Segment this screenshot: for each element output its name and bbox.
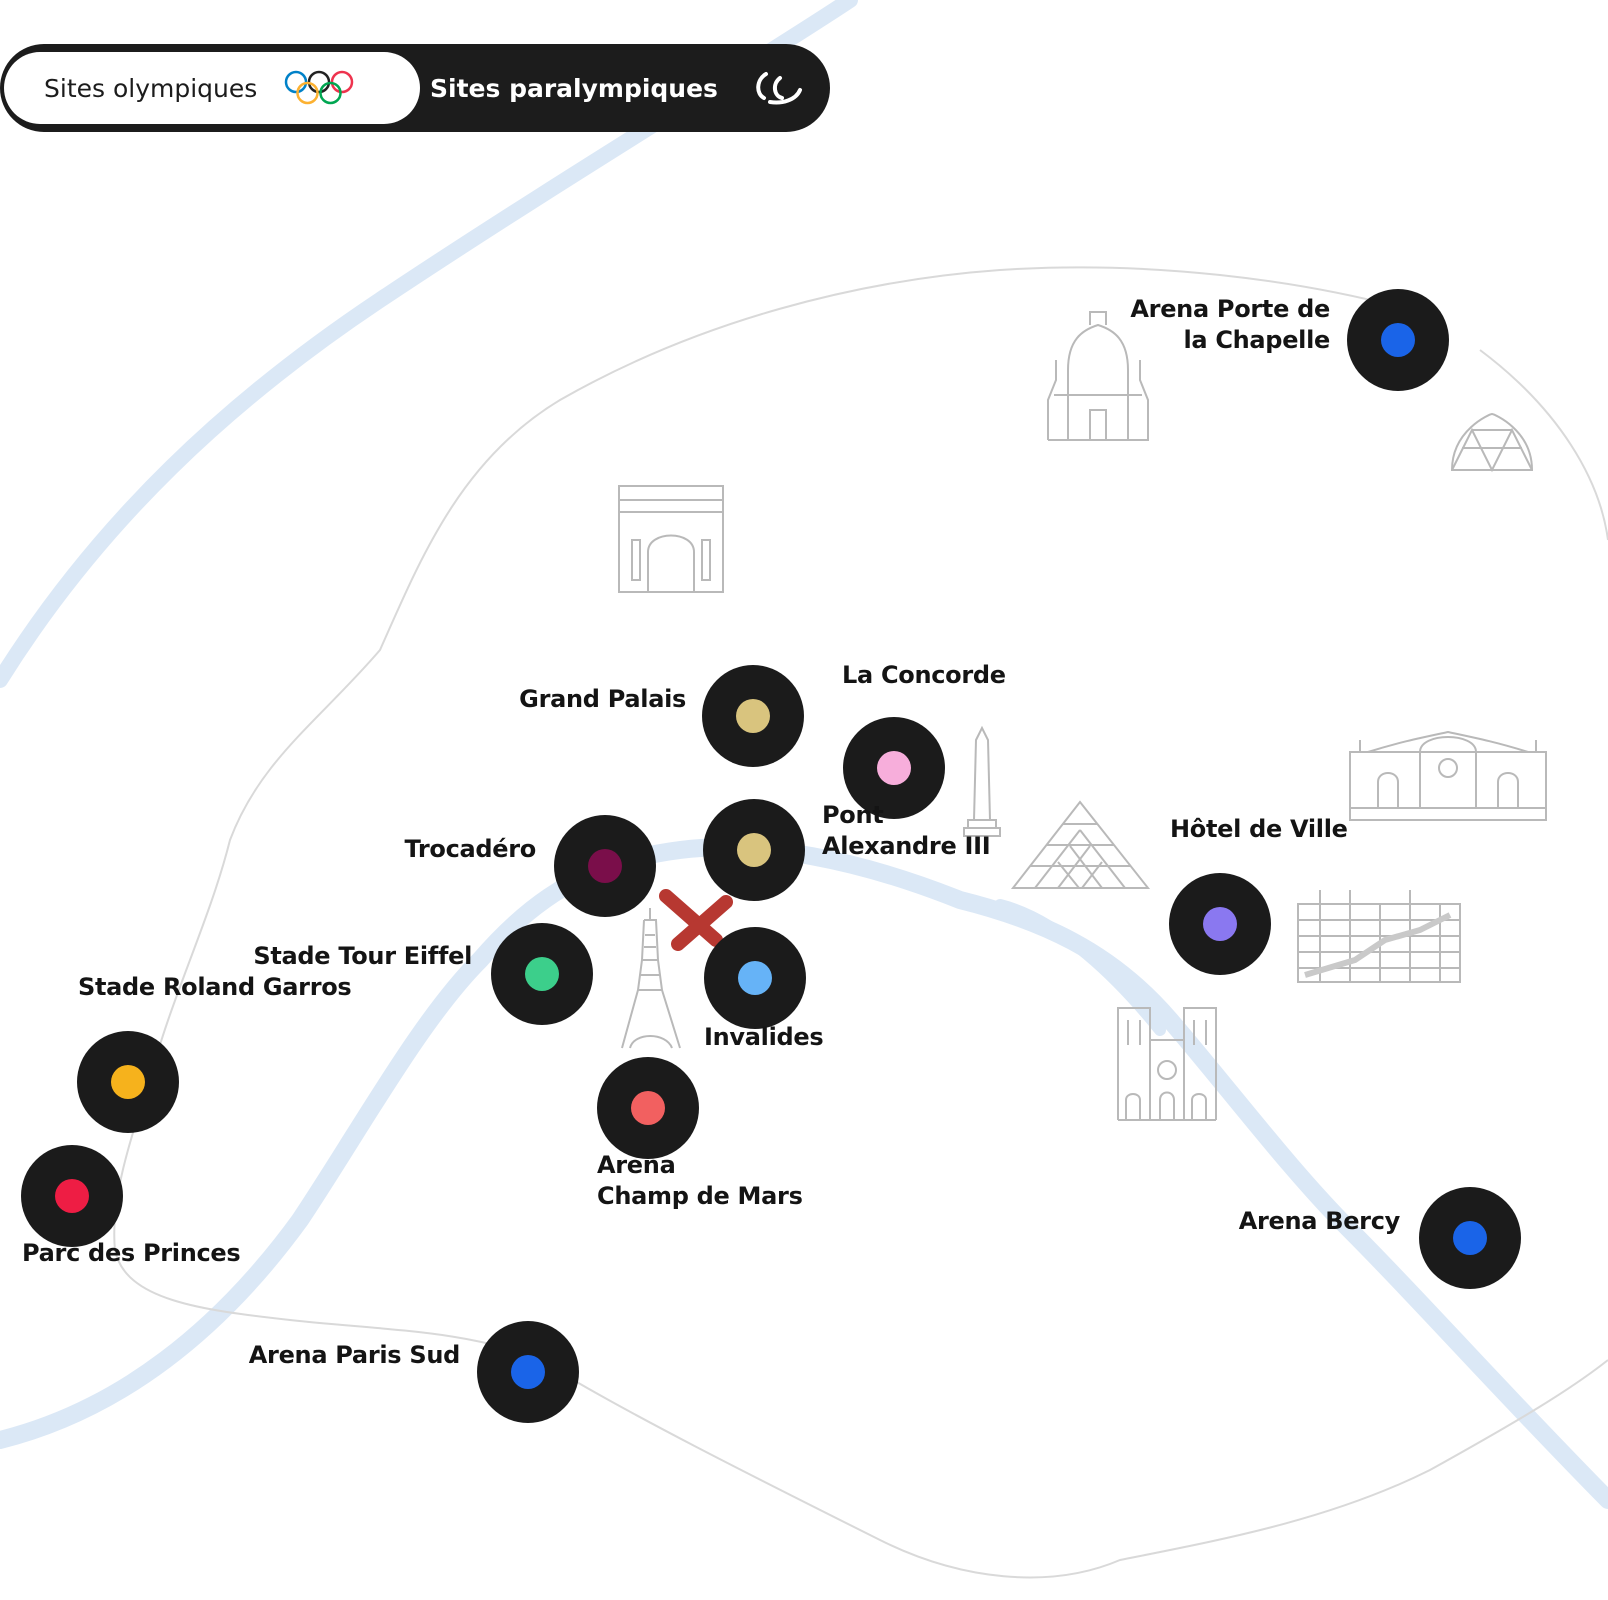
site-marker-arena-bercy[interactable] <box>1419 1187 1521 1289</box>
pompidou-icon <box>1297 890 1461 983</box>
site-color-dot <box>511 1355 545 1389</box>
site-label-stade-tour-eiffel[interactable]: Stade Tour Eiffel <box>253 941 472 972</box>
site-label-grand-palais[interactable]: Grand Palais <box>519 684 686 715</box>
site-label-line: Stade Roland Garros <box>78 973 352 1001</box>
site-label-trocadero[interactable]: Trocadéro <box>404 834 536 865</box>
site-color-dot <box>588 849 622 883</box>
notre-dame-icon <box>1117 1007 1217 1121</box>
site-label-line: Arena Paris Sud <box>248 1341 461 1369</box>
site-label-line: Stade Tour Eiffel <box>253 942 472 970</box>
olympic-paralympic-toggle: Sites olympiques Sites paralympiques <box>0 44 830 132</box>
site-label-line: Arena Porte de <box>1130 295 1330 323</box>
site-color-dot <box>877 751 911 785</box>
site-marker-arena-paris-sud[interactable] <box>477 1321 579 1423</box>
site-label-line: Arena <box>597 1151 676 1179</box>
site-marker-arena-champ-de-mars[interactable] <box>597 1057 699 1159</box>
site-color-dot <box>738 961 772 995</box>
site-label-line: Grand Palais <box>519 685 686 713</box>
site-label-line: Trocadéro <box>404 835 536 863</box>
site-color-dot <box>111 1065 145 1099</box>
site-color-dot <box>631 1091 665 1125</box>
olympic-sites-tab[interactable]: Sites olympiques <box>4 52 420 124</box>
site-marker-pont-alexandre[interactable] <box>703 799 805 901</box>
louvre-pyramid-icon <box>1010 800 1151 889</box>
site-label-line: Champ de Mars <box>597 1182 803 1210</box>
site-label-hotel-de-ville[interactable]: Hôtel de Ville <box>1170 814 1348 845</box>
obelisk-icon <box>963 725 1001 837</box>
site-label-line: Parc des Princes <box>22 1239 241 1267</box>
olympic-rings-icon <box>285 70 354 105</box>
site-label-stade-roland-garros[interactable]: Stade Roland Garros <box>78 972 352 1003</box>
site-label-line: Hôtel de Ville <box>1170 815 1348 843</box>
grand-palais-facade-icon <box>1349 730 1547 821</box>
site-color-dot <box>1381 323 1415 357</box>
site-label-arena-paris-sud[interactable]: Arena Paris Sud <box>248 1340 461 1371</box>
site-marker-hotel-de-ville[interactable] <box>1169 873 1271 975</box>
site-color-dot <box>525 957 559 991</box>
site-label-invalides[interactable]: Invalides <box>704 1022 824 1053</box>
site-marker-stade-roland-garros[interactable] <box>77 1031 179 1133</box>
site-marker-invalides[interactable] <box>704 927 806 1029</box>
site-label-parc-des-princes[interactable]: Parc des Princes <box>22 1238 241 1269</box>
olympic-sites-label: Sites olympiques <box>44 73 258 103</box>
site-marker-stade-tour-eiffel[interactable] <box>491 923 593 1025</box>
site-color-dot <box>737 833 771 867</box>
site-color-dot <box>55 1179 89 1213</box>
geode-icon <box>1450 412 1534 473</box>
site-color-dot <box>1203 907 1237 941</box>
site-label-line: la Chapelle <box>1183 326 1330 354</box>
site-label-line: Pont <box>822 801 884 829</box>
site-label-arena-bercy[interactable]: Arena Bercy <box>1238 1206 1401 1237</box>
site-label-line: Arena Bercy <box>1238 1207 1401 1235</box>
arc-de-triomphe-icon <box>618 485 724 593</box>
red-cross-icon <box>659 889 733 951</box>
site-color-dot <box>1453 1221 1487 1255</box>
paralympic-sites-tab[interactable]: Sites paralympiques <box>430 44 820 132</box>
sacre-coeur-icon <box>1047 311 1149 441</box>
site-marker-trocadero[interactable] <box>554 815 656 917</box>
site-marker-arena-porte-chapelle[interactable] <box>1347 289 1449 391</box>
paralympic-agitos-icon <box>756 72 802 105</box>
site-label-line: La Concorde <box>842 661 1006 689</box>
site-label-line: Invalides <box>704 1023 824 1051</box>
city-boundary <box>113 266 1608 1579</box>
seine-river <box>0 0 1608 1509</box>
site-marker-grand-palais[interactable] <box>702 665 804 767</box>
paralympic-sites-label: Sites paralympiques <box>430 73 718 103</box>
site-label-la-concorde[interactable]: La Concorde <box>842 660 1006 691</box>
eiffel-tower-icon <box>621 908 681 1049</box>
site-marker-parc-des-princes[interactable] <box>21 1145 123 1247</box>
site-marker-la-concorde[interactable] <box>843 717 945 819</box>
site-label-line: Alexandre III <box>822 832 991 860</box>
site-label-arena-porte-chapelle[interactable]: Arena Porte de la Chapelle <box>1130 294 1330 356</box>
site-color-dot <box>736 699 770 733</box>
